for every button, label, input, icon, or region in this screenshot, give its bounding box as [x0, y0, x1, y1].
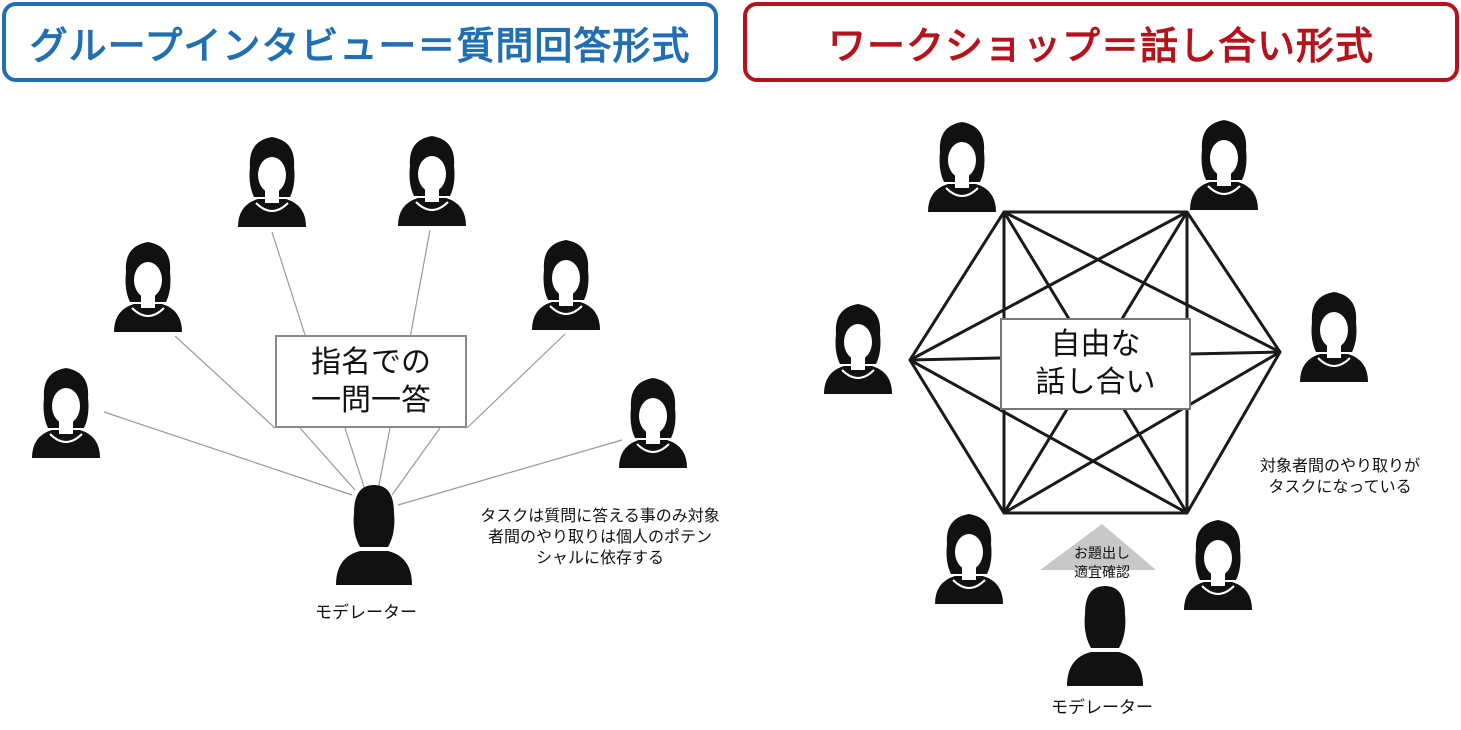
participant-icon: [531, 239, 601, 331]
moderator-icon: [1067, 586, 1143, 686]
participant-icon: [31, 367, 101, 459]
prompt-triangle: [1040, 524, 1156, 570]
participant-icon: [1189, 119, 1259, 211]
right-note-line: タスクになっている: [1268, 477, 1412, 496]
triangle-label-line: 適宜確認: [1074, 565, 1130, 581]
left-connector-lines: [103, 229, 623, 506]
participant-icon: [934, 513, 1004, 605]
participant-icon: [113, 241, 183, 333]
participant-icon: [237, 136, 307, 228]
right-moderator-label: モデレーター: [1051, 698, 1153, 718]
participant-icon: [397, 135, 467, 227]
right-note: 対象者間のやり取りが タスクになっている: [1240, 455, 1440, 497]
participant-icon: [1183, 519, 1253, 611]
triangle-label-line: お題出し: [1074, 546, 1130, 562]
participant-icon: [1299, 291, 1369, 383]
left-moderator-label: モデレーター: [315, 603, 417, 623]
left-center-box-line: 指名での: [311, 344, 431, 380]
participant-icon: [618, 377, 688, 469]
left-center-box-line: 一問一答: [311, 382, 431, 418]
right-note-line: 対象者間のやり取りが: [1259, 456, 1420, 475]
participant-icon: [927, 121, 997, 213]
right-center-box-line: 話し合い: [1035, 365, 1156, 400]
left-note: タスクは質問に答える事のみ対象 者間のやり取りは個人のポテン シャルに依存する: [470, 505, 730, 568]
triangle-label: お題出し 適宜確認: [1047, 545, 1157, 583]
right-center-box: 自由な 話し合い: [1000, 318, 1191, 410]
left-center-box: 指名での 一問一答: [275, 335, 467, 428]
left-note-line: シャルに依存する: [535, 548, 664, 567]
right-panel-title: ワークショップ＝話し合い形式: [743, 2, 1459, 82]
left-note-line: 者間のやり取りは個人のポテン: [487, 527, 712, 546]
moderator-icon: [336, 485, 412, 585]
left-note-line: タスクは質問に答える事のみ対象: [480, 506, 720, 525]
right-center-box-line: 自由な: [1050, 327, 1141, 362]
left-panel-title: グループインタビュー＝質問回答形式: [2, 2, 718, 82]
participant-icon: [823, 303, 893, 395]
